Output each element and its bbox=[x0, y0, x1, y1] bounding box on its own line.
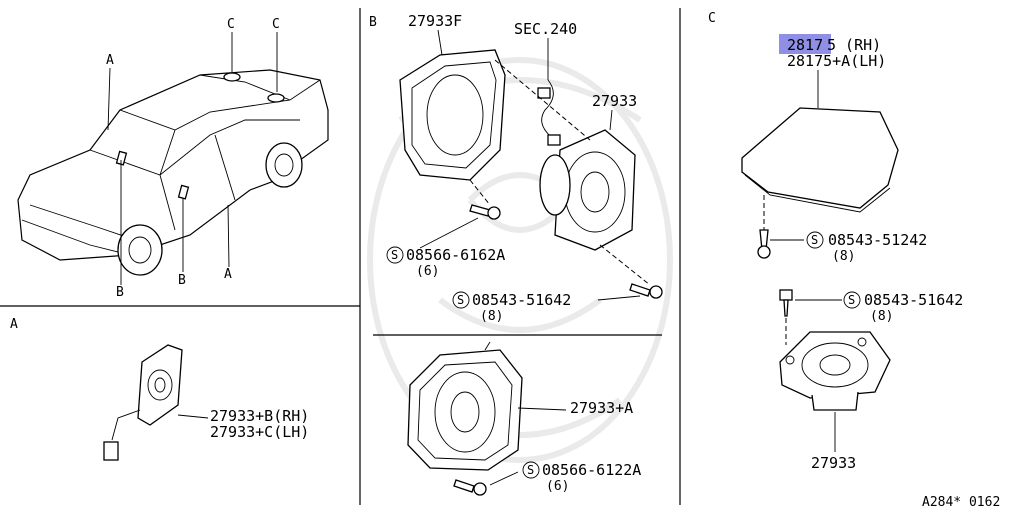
label-27933-b: 27933 bbox=[592, 92, 637, 110]
svg-text:S: S bbox=[457, 293, 464, 307]
s-symbol-b3: S bbox=[522, 461, 540, 479]
panel-a-title: A bbox=[10, 317, 18, 332]
label-08566-6162a: 08566-6162A bbox=[406, 246, 505, 264]
screw-08543-51642-c bbox=[779, 289, 793, 317]
callout-b-rear: B bbox=[178, 273, 186, 288]
label-28175-rh-highlight: 2817 bbox=[787, 36, 823, 54]
svg-text:S: S bbox=[527, 463, 534, 477]
label-qty-6-b: (6) bbox=[546, 479, 569, 494]
label-qty-8-c2: (8) bbox=[870, 309, 893, 324]
speaker-27933-c bbox=[779, 331, 891, 411]
label-qty-8-c1: (8) bbox=[832, 249, 855, 264]
label-08543-51242: 08543-51242 bbox=[828, 231, 927, 249]
s-symbol-b1: S bbox=[386, 246, 404, 264]
wiring-harness bbox=[537, 79, 561, 146]
screw-08543-51642-b bbox=[629, 283, 663, 299]
label-28175-rh: 5 (RH) bbox=[827, 36, 881, 54]
speaker-bracket bbox=[399, 49, 506, 181]
s-symbol-b2: S bbox=[452, 291, 470, 309]
label-sec-240: SEC.240 bbox=[514, 20, 577, 38]
car-illustration bbox=[17, 69, 329, 276]
speaker-b bbox=[539, 129, 636, 251]
s-symbol-c1: S bbox=[806, 231, 824, 249]
label-28175-a-lh: 28175+A(LH) bbox=[787, 52, 886, 70]
callout-a-door: A bbox=[224, 267, 232, 282]
svg-text:S: S bbox=[848, 293, 855, 307]
panel-c-title: C bbox=[708, 11, 716, 26]
label-27933-b-rh: 27933+B(RH) bbox=[210, 407, 309, 425]
label-qty-6-a: (6) bbox=[416, 264, 439, 279]
label-27933f: 27933F bbox=[408, 12, 462, 30]
speaker-cover-grille bbox=[741, 107, 899, 213]
callout-a-top: A bbox=[106, 53, 114, 68]
screw-08566-6162a bbox=[469, 204, 501, 220]
screw-08543-51242 bbox=[757, 229, 771, 259]
svg-text:S: S bbox=[391, 248, 398, 262]
panel-dividers bbox=[0, 8, 681, 505]
s-symbol-c2: S bbox=[843, 291, 861, 309]
panel-b-title: B bbox=[369, 15, 377, 30]
label-27933-c-lh: 27933+C(LH) bbox=[210, 423, 309, 441]
label-08543-51642-b: 08543-51642 bbox=[472, 291, 571, 309]
highlight-28175 bbox=[779, 34, 831, 54]
label-27933-a: 27933+A bbox=[570, 399, 633, 417]
label-qty-8-b: (8) bbox=[480, 309, 503, 324]
callout-c-left: C bbox=[227, 17, 235, 32]
label-08543-51642-c: 08543-51642 bbox=[864, 291, 963, 309]
overview-callouts: A B B A C C bbox=[106, 17, 280, 300]
callout-b-front: B bbox=[116, 285, 124, 300]
label-27933-c: 27933 bbox=[811, 454, 856, 472]
tweeter-speaker-a bbox=[103, 344, 183, 461]
footer-code: A284* 0162 bbox=[922, 495, 1000, 510]
svg-text:S: S bbox=[811, 233, 818, 247]
speaker-27933-a bbox=[407, 341, 523, 471]
screw-08566-6122a bbox=[453, 479, 487, 496]
label-08566-6122a: 08566-6122A bbox=[542, 461, 641, 479]
callout-c-right: C bbox=[272, 17, 280, 32]
